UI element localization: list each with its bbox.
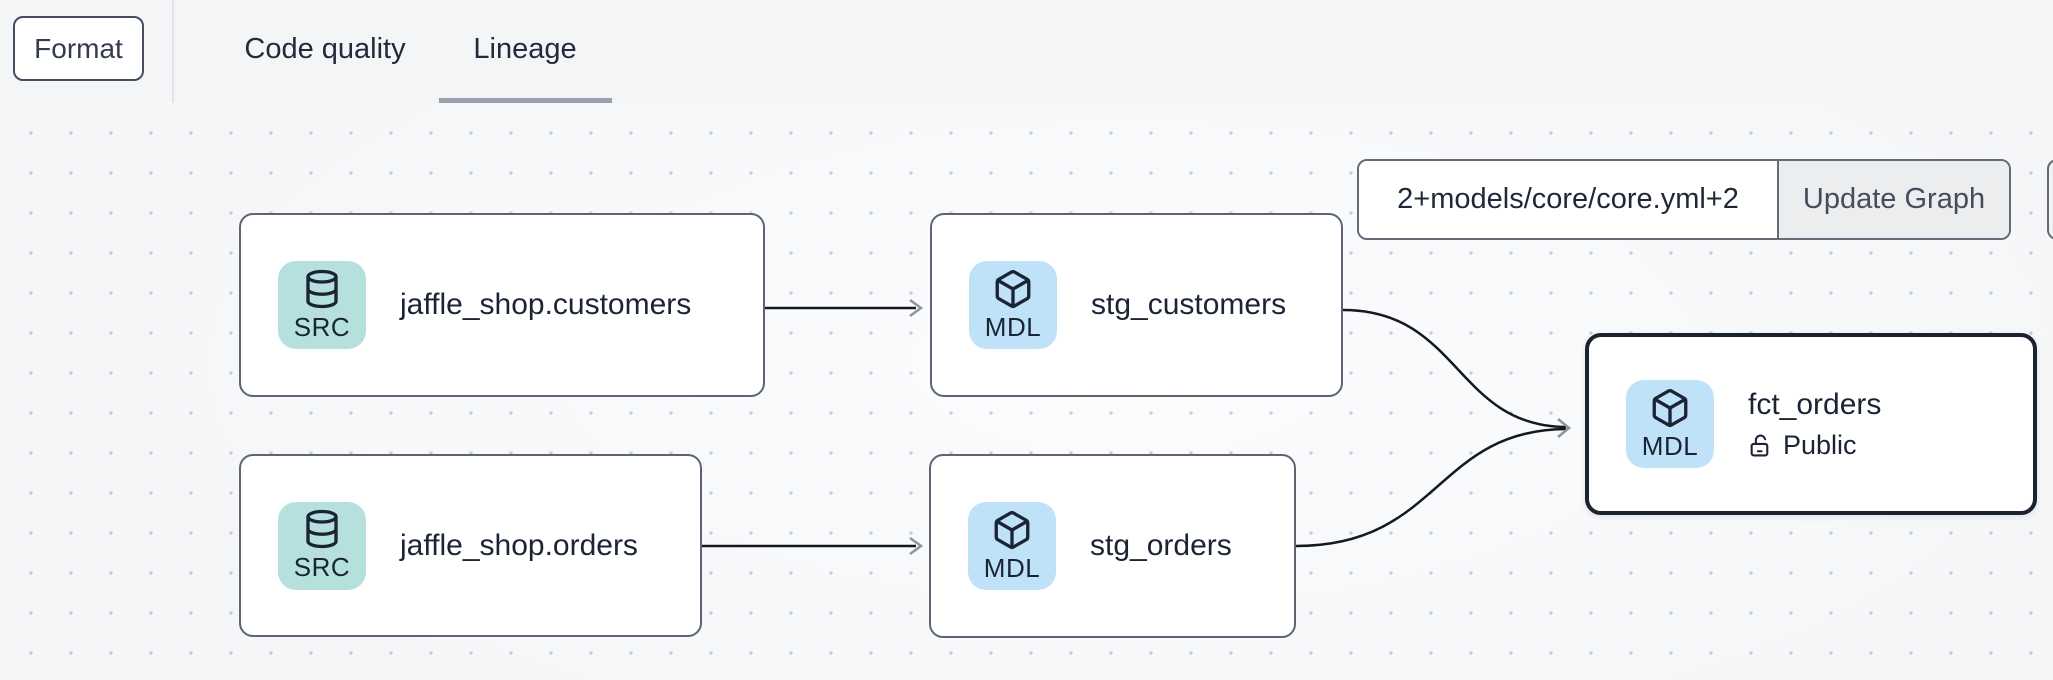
node-label: stg_customers	[1091, 288, 1287, 321]
cube-icon	[995, 269, 1031, 308]
node-label: jaffle_shop.customers	[400, 288, 692, 321]
lineage-edges	[702, 298, 1571, 556]
model-badge: MDL	[1626, 380, 1714, 468]
source-badge: SRC	[278, 501, 366, 590]
tab-lineage[interactable]: Lineage	[473, 32, 577, 65]
editor-toolbar: Format Code quality Lineage	[0, 0, 2053, 103]
update-graph-button[interactable]: Update Graph	[1777, 161, 2009, 238]
cube-icon	[1652, 388, 1688, 427]
model-badge-label: MDL	[984, 311, 1042, 342]
lineage-selector-group: Update Graph	[1357, 159, 2011, 240]
model-badge-label: MDL	[1641, 430, 1699, 461]
node-source-jaffle-shop-orders[interactable]: SRC jaffle_shop.orders	[239, 454, 702, 637]
toolbar-divider	[172, 0, 174, 103]
access-row: Public	[1748, 430, 1881, 461]
node-label: stg_orders	[1090, 529, 1232, 562]
node-label: fct_orders	[1748, 387, 1882, 421]
source-badge-label: SRC	[293, 311, 351, 342]
database-icon	[306, 269, 338, 308]
model-badge: MDL	[968, 502, 1056, 590]
unlock-icon	[1750, 434, 1769, 456]
access-label: Public	[1783, 429, 1857, 460]
cube-icon	[994, 510, 1030, 549]
source-badge: SRC	[278, 261, 366, 349]
format-button[interactable]: Format	[13, 16, 144, 81]
node-label: jaffle_shop.orders	[400, 528, 638, 562]
lineage-canvas[interactable]: SRC jaffle_shop.customers MDL stg_custom…	[0, 103, 2053, 680]
lineage-selector-input[interactable]	[1359, 161, 1777, 238]
clipped-toolbar-button[interactable]	[2047, 159, 2053, 240]
node-model-stg-orders[interactable]: MDL stg_orders	[929, 454, 1296, 638]
model-badge: MDL	[969, 261, 1057, 349]
node-source-jaffle-shop-customers[interactable]: SRC jaffle_shop.customers	[239, 213, 765, 397]
node-model-stg-customers[interactable]: MDL stg_customers	[930, 213, 1343, 397]
source-badge-label: SRC	[293, 552, 351, 582]
tab-code-quality[interactable]: Code quality	[244, 32, 406, 65]
node-model-fct-orders-selected[interactable]: MDL fct_orders Public	[1585, 333, 2037, 515]
model-badge-label: MDL	[983, 552, 1041, 583]
database-icon	[306, 509, 338, 549]
active-tab-underline	[439, 98, 612, 103]
